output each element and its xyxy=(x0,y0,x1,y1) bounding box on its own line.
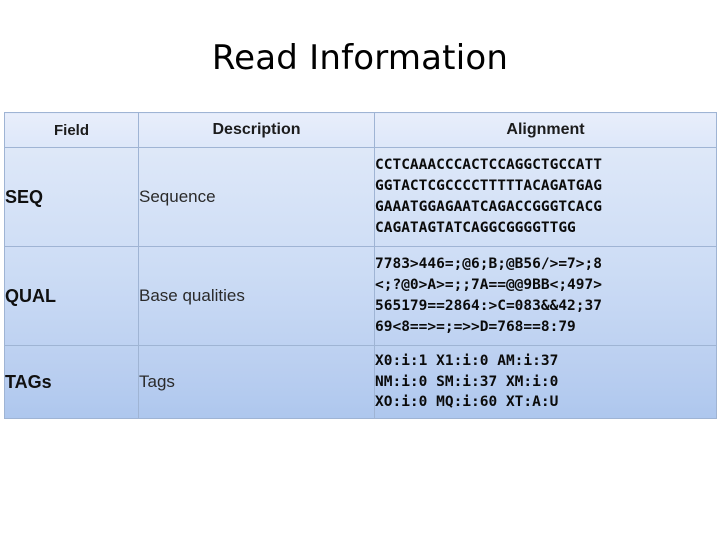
row-field-name: SEQ xyxy=(4,147,139,247)
read-information-table: Field Description Alignment SEQ Sequence… xyxy=(4,112,717,419)
column-header-field: Field xyxy=(4,112,139,148)
table-row: TAGs Tags X0:i:1 X1:i:0 AM:i:37 NM:i:0 S… xyxy=(4,345,717,419)
alignment-sequence-text: CCTCAAACCCACTCCAGGCTGCCATT GGTACTCGCCCCT… xyxy=(375,157,602,236)
alignment-quality-text: 7783>446=;@6;B;@B56/>=7>;8 <;?@0>A>=;;7A… xyxy=(375,256,602,335)
row-alignment: 7783>446=;@6;B;@B56/>=7>;8 <;?@0>A>=;;7A… xyxy=(374,246,717,346)
table-header-row: Field Description Alignment xyxy=(4,112,717,148)
row-alignment: CCTCAAACCCACTCCAGGCTGCCATT GGTACTCGCCCCT… xyxy=(374,147,717,247)
row-description: Sequence xyxy=(138,147,375,247)
row-alignment: X0:i:1 X1:i:0 AM:i:37 NM:i:0 SM:i:37 XM:… xyxy=(374,345,717,419)
table-body: SEQ Sequence CCTCAAACCCACTCCAGGCTGCCATT … xyxy=(4,147,717,419)
row-field-name: TAGs xyxy=(4,345,139,419)
column-header-description: Description xyxy=(138,112,375,148)
row-description: Tags xyxy=(138,345,375,419)
row-description: Base qualities xyxy=(138,246,375,346)
read-information-table-container: Field Description Alignment SEQ Sequence… xyxy=(4,112,717,419)
table-row: SEQ Sequence CCTCAAACCCACTCCAGGCTGCCATT … xyxy=(4,147,717,247)
table-row: QUAL Base qualities 7783>446=;@6;B;@B56/… xyxy=(4,246,717,346)
table-header: Field Description Alignment xyxy=(4,112,717,148)
page-title: Read Information xyxy=(211,38,509,78)
row-field-name: QUAL xyxy=(4,246,139,346)
column-header-alignment: Alignment xyxy=(374,112,717,148)
alignment-tags-text: X0:i:1 X1:i:0 AM:i:37 NM:i:0 SM:i:37 XM:… xyxy=(375,352,559,411)
